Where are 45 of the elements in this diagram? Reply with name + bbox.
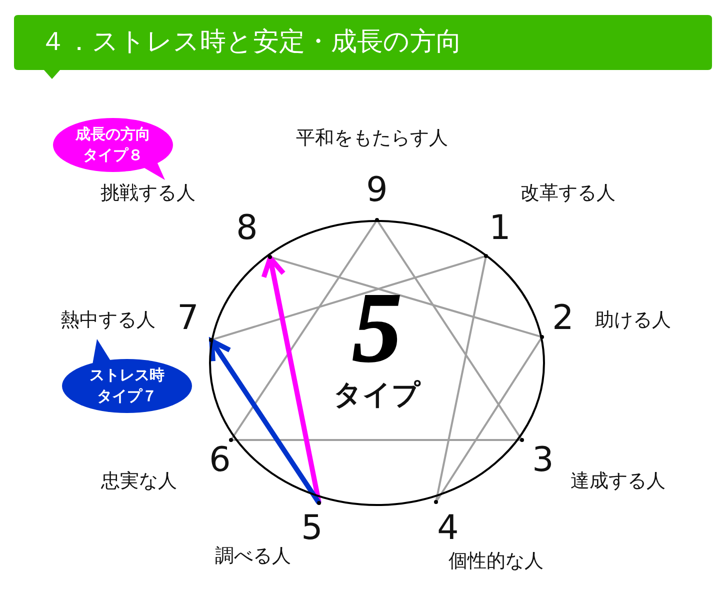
connector-line (231, 439, 522, 441)
type-label: タイプ (332, 378, 422, 412)
connector-line (376, 220, 522, 440)
type-name: 熱中する人 (60, 308, 156, 333)
type-number-label: 6 (209, 440, 231, 480)
connector-line (270, 256, 542, 338)
speech-bubble (62, 337, 192, 413)
type-name: 改革する人 (520, 181, 616, 206)
vertex-point (540, 335, 544, 339)
vertex-point (317, 501, 321, 505)
connector-line (435, 256, 487, 502)
arrow (261, 256, 322, 504)
bubble-text: 成長の方向 (74, 124, 152, 144)
type-number-label: 1 (489, 208, 511, 248)
type-name: 挑戦する人 (100, 181, 196, 206)
speech-bubble (53, 118, 173, 182)
type-name: 助ける人 (595, 308, 671, 333)
type-number: 5 (352, 278, 402, 378)
connector-line (230, 220, 378, 440)
vertex-point (209, 338, 213, 342)
connector-line (436, 337, 542, 502)
vertex-point (520, 438, 524, 442)
bubble-text: タイプ７ (96, 386, 158, 406)
type-name: 個性的な人 (448, 549, 544, 574)
type-name: 忠実な人 (101, 469, 177, 494)
type-number-label: 8 (236, 208, 258, 248)
title: ４．ストレス時と安定・成長の方向 (40, 26, 462, 59)
vertex-point (229, 438, 233, 442)
vertex-point (375, 218, 379, 222)
vertex-point (434, 500, 438, 504)
vertex-point (484, 254, 488, 258)
type-name: 達成する人 (570, 469, 666, 494)
type-number-label: 7 (177, 298, 199, 338)
type-number-label: 5 (301, 508, 323, 548)
type-number-label: 3 (532, 440, 554, 480)
bubble-text: タイプ８ (82, 145, 144, 165)
type-number-label: 4 (437, 508, 459, 548)
type-number-label: 9 (366, 170, 388, 210)
vertex-point (268, 255, 272, 259)
type-number-label: 2 (552, 298, 574, 338)
type-name: 平和をもたらす人 (296, 126, 448, 151)
connector-line (211, 255, 486, 341)
bubble-text: ストレス時 (88, 365, 166, 385)
arrow (209, 338, 321, 504)
type-name: 調べる人 (215, 544, 291, 569)
